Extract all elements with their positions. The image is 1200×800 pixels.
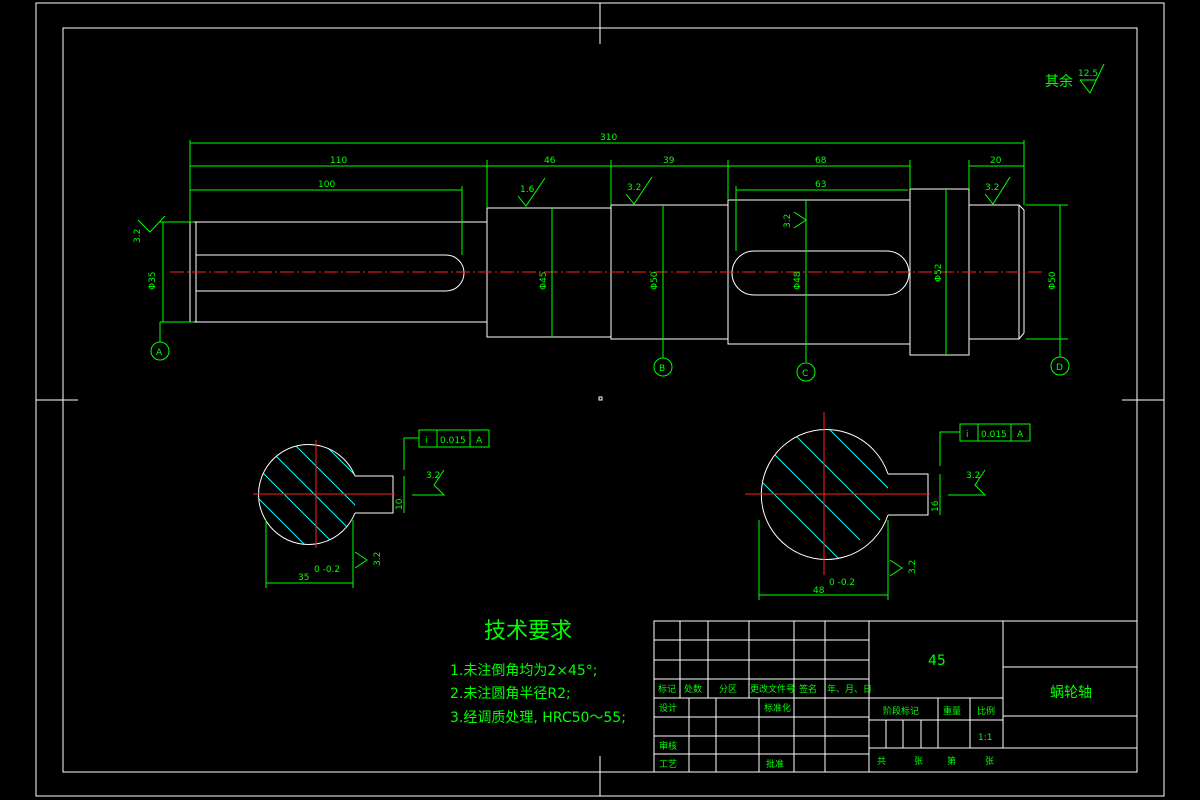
section-left-tf-symbol: i — [425, 436, 428, 446]
diameter-dimensions: Φ35 Φ45 Φ50 Φ48 Φ52 Φ50 — [148, 189, 1068, 355]
drawing-border — [35, 2, 1165, 797]
datum-b: B — [659, 364, 665, 374]
tb-header-mark: 标记 — [658, 683, 676, 695]
tb-header-zone: 分区 — [719, 684, 737, 695]
dim-dia-b: Φ45 — [539, 271, 549, 290]
tb-scale-label: 比例 — [977, 705, 995, 717]
tb-scale: 1:1 — [978, 733, 992, 743]
datum-markers: A B C D — [150, 322, 1070, 382]
datum-c: C — [802, 369, 808, 379]
tech-requirement-2: 2.未注圆角半径R2; — [450, 686, 571, 702]
tb-sheets: 张 — [914, 756, 923, 767]
horizontal-dimensions: 310 110 100 46 39 68 63 20 — [189, 133, 1025, 255]
roughness-d: 3.2 — [783, 214, 793, 228]
roughness-a: 3.2 — [133, 229, 143, 243]
dim-110: 110 — [330, 156, 347, 166]
tb-material: 45 — [928, 653, 946, 669]
tb-sheet-no: 第 — [947, 755, 956, 767]
tb-part-name: 蜗轮轴 — [1050, 685, 1092, 701]
datum-a: A — [156, 348, 163, 358]
section-left-roughness-key: 3.2 — [426, 471, 440, 481]
tb-header-change-doc: 更改文件号 — [750, 683, 795, 695]
section-left: 35 0 -0.2 10 i 0.015 A 3.2 3.2 — [253, 429, 490, 588]
tb-header-count: 处数 — [684, 683, 702, 695]
general-roughness-label: 其余 — [1045, 73, 1073, 90]
section-right-roughness-key: 3.2 — [966, 471, 980, 481]
section-right-hatch — [761, 429, 888, 560]
roughness-e: 3.2 — [985, 183, 999, 193]
dim-dia-a: Φ35 — [148, 271, 158, 290]
datum-d: D — [1056, 363, 1063, 373]
dim-dia-f: Φ50 — [1048, 271, 1058, 290]
dim-39: 39 — [663, 156, 675, 166]
section-right-diameter: 48 — [813, 586, 825, 596]
dim-20: 20 — [990, 156, 1002, 166]
general-roughness-symbol: 其余 12.5 — [1045, 63, 1105, 94]
dim-dia-c: Φ50 — [650, 271, 660, 290]
dim-dia-e: Φ52 — [934, 263, 944, 282]
tb-header-sign: 签名 — [799, 683, 817, 695]
section-left-tf-value: 0.015 — [440, 436, 466, 446]
tb-header-date: 年、月、日 — [827, 683, 872, 695]
section-right-tol: 0 -0.2 — [829, 578, 855, 588]
dim-46: 46 — [544, 156, 556, 166]
tech-requirements-title: 技术要求 — [484, 619, 572, 644]
section-right: 48 0 -0.2 16 i 0.015 A 3.2 3.2 — [745, 412, 1031, 600]
shaft-roughness-symbols: 3.2 1.6 3.2 3.2 3.2 — [133, 176, 1011, 243]
section-left-tf-datum: A — [476, 436, 483, 446]
tb-stage-mark: 阶段标记 — [883, 705, 919, 717]
tb-weight: 重量 — [943, 705, 961, 717]
tech-requirement-3: 3.经调质处理, HRC50～55; — [450, 710, 626, 726]
section-left-diameter: 35 — [298, 573, 309, 583]
section-left-key-width: 10 — [395, 498, 405, 510]
tech-requirements: 技术要求 1.未注倒角均为2×45°; 2.未注圆角半径R2; 3.经调质处理,… — [450, 619, 626, 726]
roughness-b: 1.6 — [520, 185, 535, 195]
tb-design: 设计 — [659, 702, 677, 714]
section-right-key-width: 16 — [931, 500, 941, 512]
tb-process: 工艺 — [659, 759, 677, 770]
dim-overall: 310 — [600, 133, 617, 143]
tb-review: 审核 — [659, 740, 677, 752]
section-right-tf-datum: A — [1017, 430, 1024, 440]
dim-63: 63 — [815, 180, 826, 190]
section-right-tf-symbol: i — [966, 430, 969, 440]
general-roughness-value: 12.5 — [1078, 69, 1098, 79]
title-block: 标记 处数 分区 更改文件号 签名 年、月、日 设计 标准化 审核 工艺 批准 … — [653, 620, 1138, 773]
dim-68: 68 — [815, 156, 827, 166]
tb-sheet: 张 — [985, 756, 994, 767]
tb-approve: 批准 — [766, 758, 784, 770]
section-left-tol: 0 -0.2 — [314, 565, 340, 575]
tb-standardize: 标准化 — [764, 702, 791, 714]
roughness-c: 3.2 — [627, 183, 641, 193]
tb-total: 共 — [877, 756, 886, 767]
dim-100: 100 — [318, 180, 335, 190]
section-right-roughness-side: 3.2 — [908, 560, 918, 574]
dim-dia-d: Φ48 — [793, 271, 803, 290]
tech-requirement-1: 1.未注倒角均为2×45°; — [450, 663, 598, 679]
section-left-roughness-side: 3.2 — [373, 552, 383, 566]
section-right-tf-value: 0.015 — [981, 430, 1007, 440]
